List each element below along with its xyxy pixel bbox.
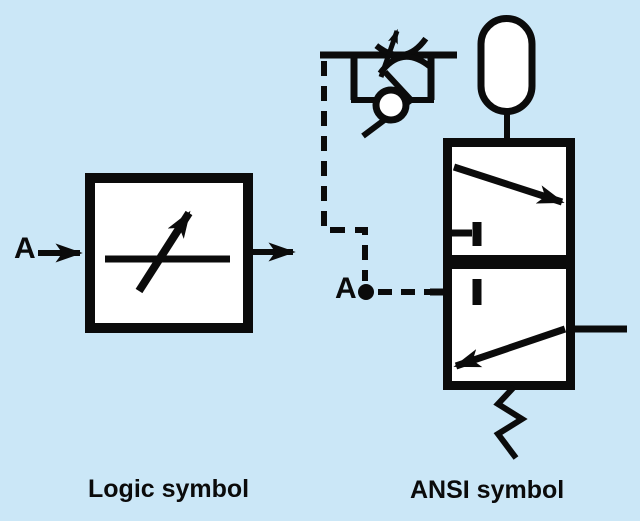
- ansi-symbol-group: [320, 15, 627, 460]
- logic-function-box: [85, 173, 253, 333]
- pilot-junction-dot: [358, 284, 374, 300]
- logic-input-port-label: A: [14, 232, 36, 265]
- valve-position-bottom-box: [443, 260, 575, 390]
- check-valve-ball: [372, 86, 410, 124]
- valve-bottom-flow-arrow: [453, 325, 567, 370]
- accumulator-capsule: [477, 15, 536, 115]
- logic-variable-arrow: [135, 210, 193, 294]
- valve-top-flow-arrow: [452, 163, 565, 206]
- ansi-pilot-port-label: A: [335, 272, 357, 305]
- logic-symbol-group: [38, 173, 296, 333]
- adjustment-arrow: [378, 28, 400, 78]
- accumulator-icon: [477, 15, 536, 140]
- spring-return-icon: [493, 384, 528, 460]
- ansi-symbol-caption: ANSI symbol: [410, 476, 565, 504]
- pilot-dashed-line-left: [321, 61, 368, 281]
- directional-valve: [443, 138, 627, 390]
- check-valve-icon: [361, 69, 414, 139]
- logic-symbol-caption: Logic symbol: [88, 475, 250, 503]
